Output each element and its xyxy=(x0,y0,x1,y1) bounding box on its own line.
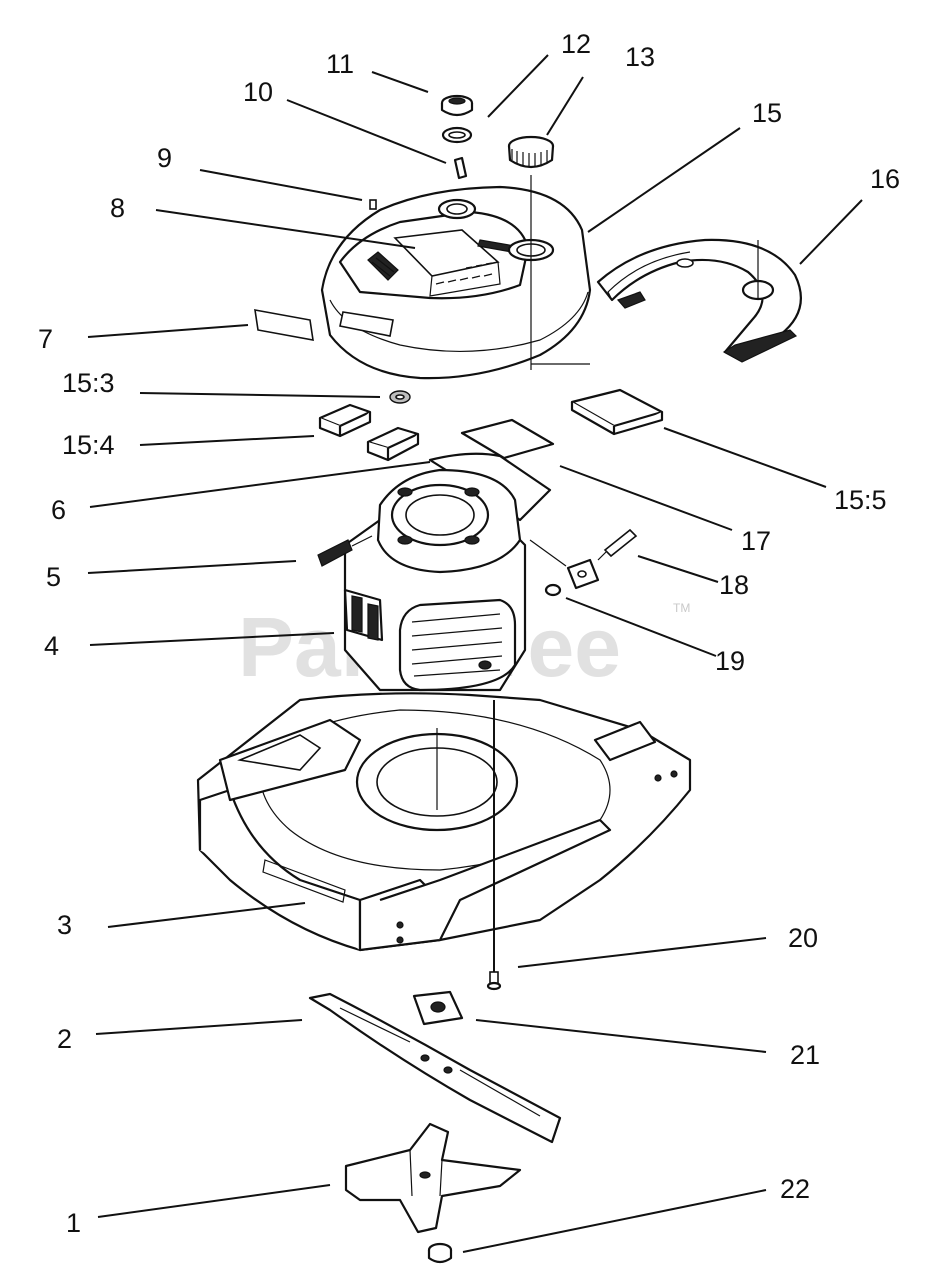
callout-15-5: 15:5 xyxy=(834,485,887,515)
callout-16: 16 xyxy=(870,164,900,194)
part-7-decal[interactable] xyxy=(254,309,314,341)
callout-9: 9 xyxy=(157,143,172,173)
callout-15-3: 15:3 xyxy=(62,368,115,398)
part-18-bracket[interactable] xyxy=(529,528,638,590)
callout-11: 11 xyxy=(326,49,354,79)
callout-8: 8 xyxy=(110,193,125,223)
callout-7: 7 xyxy=(38,324,53,354)
callout-18: 18 xyxy=(719,570,749,600)
part-15-hood[interactable] xyxy=(320,185,592,380)
part-15-4-pads[interactable] xyxy=(318,403,420,462)
part-15-5-pad[interactable] xyxy=(570,388,664,436)
part-10-ring[interactable] xyxy=(441,126,473,144)
part-2-blade[interactable] xyxy=(308,992,562,1144)
part-20-bolt[interactable] xyxy=(486,700,502,991)
callout-22: 22 xyxy=(780,1174,810,1204)
part-17-pad[interactable] xyxy=(460,418,555,460)
engine-assembly[interactable] xyxy=(317,452,552,692)
callout-19: 19 xyxy=(715,646,745,676)
part-1-blade-adapter[interactable] xyxy=(344,1122,522,1234)
callout-10: 10 xyxy=(243,77,273,107)
callout-17: 17 xyxy=(741,526,771,556)
part-3-deck[interactable] xyxy=(196,692,692,952)
part-21-adapter[interactable] xyxy=(412,990,464,1026)
part-15-3-washer[interactable] xyxy=(389,390,411,404)
leader-lines xyxy=(87,54,863,1253)
part-13-fuel-cap[interactable] xyxy=(507,135,555,169)
callout-20: 20 xyxy=(788,923,818,953)
callout-labels: 11 10 12 13 9 8 15 16 7 15:3 15:4 15:5 6… xyxy=(38,29,900,1238)
callout-12: 12 xyxy=(561,29,591,59)
callout-21: 21 xyxy=(790,1040,820,1070)
callout-1: 1 xyxy=(66,1208,81,1238)
part-19-nut[interactable] xyxy=(544,583,562,597)
callout-5: 5 xyxy=(46,562,61,592)
callout-3: 3 xyxy=(57,910,72,940)
part-11-cap[interactable] xyxy=(440,94,474,117)
callout-15-4: 15:4 xyxy=(62,430,115,460)
part-16-side-cover[interactable] xyxy=(596,238,802,363)
callout-13: 13 xyxy=(625,42,655,72)
callout-15: 15 xyxy=(752,98,782,128)
callout-2: 2 xyxy=(57,1024,72,1054)
watermark-tm: TM xyxy=(673,601,690,615)
callout-4: 4 xyxy=(44,631,59,661)
part-9-screw[interactable] xyxy=(369,199,377,210)
part-12-pin[interactable] xyxy=(453,156,468,180)
part-22-nut[interactable] xyxy=(427,1242,453,1264)
callout-6: 6 xyxy=(51,495,66,525)
